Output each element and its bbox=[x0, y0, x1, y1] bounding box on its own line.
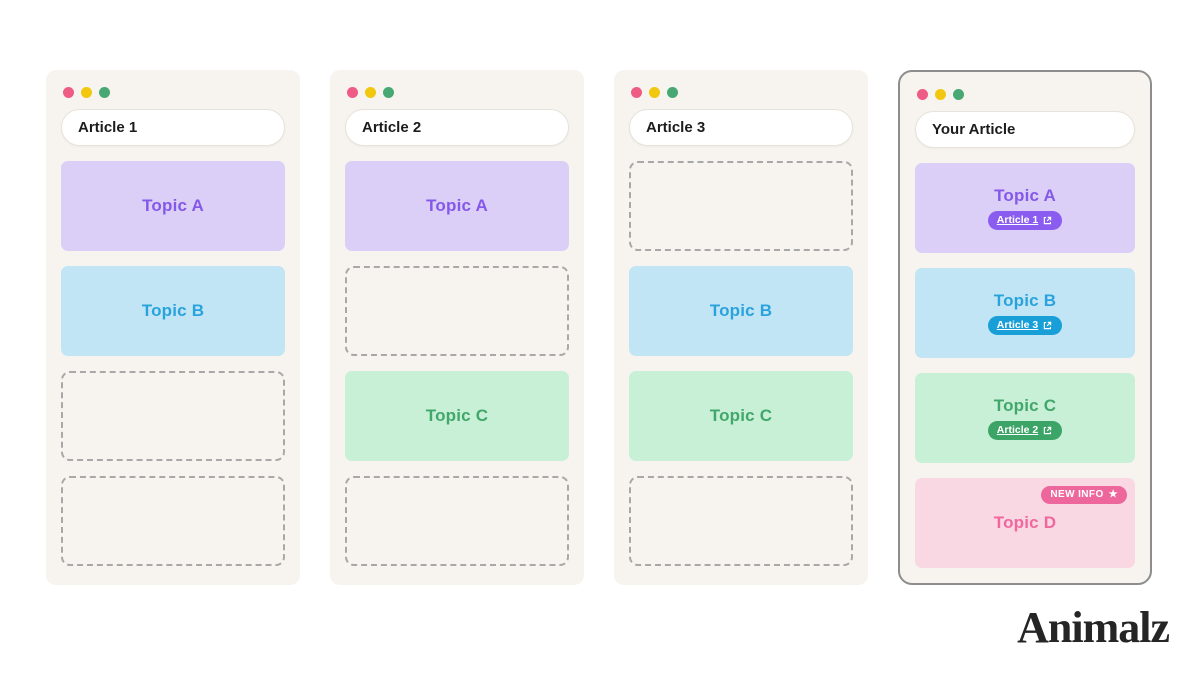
article-card-3: Topic B Topic C bbox=[614, 70, 868, 585]
badge-label: Article 2 bbox=[996, 423, 1039, 436]
topic-a-block: Topic A Article 1 bbox=[915, 163, 1135, 253]
window-dot-yellow-icon bbox=[935, 89, 946, 100]
article-1-link-badge[interactable]: Article 1 bbox=[987, 210, 1063, 231]
topic-b-block: Topic B bbox=[61, 266, 285, 356]
empty-slot bbox=[61, 476, 285, 566]
new-info-label: NEW INFO bbox=[1050, 489, 1104, 500]
article-card-1: Topic A Topic B bbox=[46, 70, 300, 585]
window-dot-yellow-icon bbox=[81, 87, 92, 98]
window-dot-yellow-icon bbox=[365, 87, 376, 98]
topic-label: Topic A bbox=[994, 185, 1056, 205]
external-link-icon bbox=[1044, 216, 1052, 224]
badge-label: Article 3 bbox=[996, 318, 1039, 331]
window-controls bbox=[631, 87, 853, 98]
article-3-link-badge[interactable]: Article 3 bbox=[987, 315, 1063, 336]
window-controls bbox=[63, 87, 285, 98]
topic-label: Topic C bbox=[709, 406, 773, 425]
your-article-title-input[interactable] bbox=[915, 111, 1135, 148]
topic-a-block: Topic A bbox=[345, 161, 569, 251]
article-card-2: Topic A Topic C bbox=[330, 70, 584, 585]
window-dot-yellow-icon bbox=[649, 87, 660, 98]
badge-label: Article 1 bbox=[996, 213, 1039, 226]
topic-label: Topic D bbox=[993, 513, 1057, 532]
window-dot-green-icon bbox=[667, 87, 678, 98]
article-title-input-1[interactable] bbox=[61, 109, 285, 146]
topic-c-block: Topic C bbox=[629, 371, 853, 461]
article-2-link-badge[interactable]: Article 2 bbox=[987, 420, 1063, 441]
empty-slot bbox=[61, 371, 285, 461]
topic-c-block: Topic C Article 2 bbox=[915, 373, 1135, 463]
empty-slot bbox=[629, 476, 853, 566]
topic-b-block: Topic B bbox=[629, 266, 853, 356]
topic-label: Topic A bbox=[142, 196, 204, 215]
article-title-input-3[interactable] bbox=[629, 109, 853, 146]
article-title-input-2[interactable] bbox=[345, 109, 569, 146]
topic-b-block: Topic B Article 3 bbox=[915, 268, 1135, 358]
topic-a-block: Topic A bbox=[61, 161, 285, 251]
topic-d-block: NEW INFO ★ Topic D bbox=[915, 478, 1135, 568]
window-dot-green-icon bbox=[953, 89, 964, 100]
topic-label: Topic B bbox=[709, 301, 773, 320]
your-article-card: Topic A Article 1 Topic B Article 3 Topi… bbox=[898, 70, 1152, 585]
new-info-badge: NEW INFO ★ bbox=[1041, 486, 1127, 504]
animalz-logo: Animalz bbox=[1017, 603, 1170, 652]
topic-c-block: Topic C bbox=[345, 371, 569, 461]
window-dot-green-icon bbox=[383, 87, 394, 98]
topic-label: Topic C bbox=[425, 406, 489, 425]
topic-label: Topic C bbox=[993, 395, 1057, 415]
topic-label: Topic A bbox=[426, 196, 488, 215]
empty-slot bbox=[345, 266, 569, 356]
topic-label: Topic B bbox=[141, 301, 205, 320]
empty-slot bbox=[345, 476, 569, 566]
window-dot-red-icon bbox=[917, 89, 928, 100]
star-icon: ★ bbox=[1108, 489, 1118, 500]
article-cards-row: Topic A Topic B Topic A Topic C bbox=[46, 70, 1152, 585]
window-controls bbox=[917, 89, 1135, 100]
window-dot-red-icon bbox=[631, 87, 642, 98]
window-dot-red-icon bbox=[63, 87, 74, 98]
external-link-icon bbox=[1044, 426, 1052, 434]
external-link-icon bbox=[1044, 321, 1052, 329]
topic-label: Topic B bbox=[993, 290, 1057, 310]
window-controls bbox=[347, 87, 569, 98]
window-dot-green-icon bbox=[99, 87, 110, 98]
empty-slot bbox=[629, 161, 853, 251]
window-dot-red-icon bbox=[347, 87, 358, 98]
